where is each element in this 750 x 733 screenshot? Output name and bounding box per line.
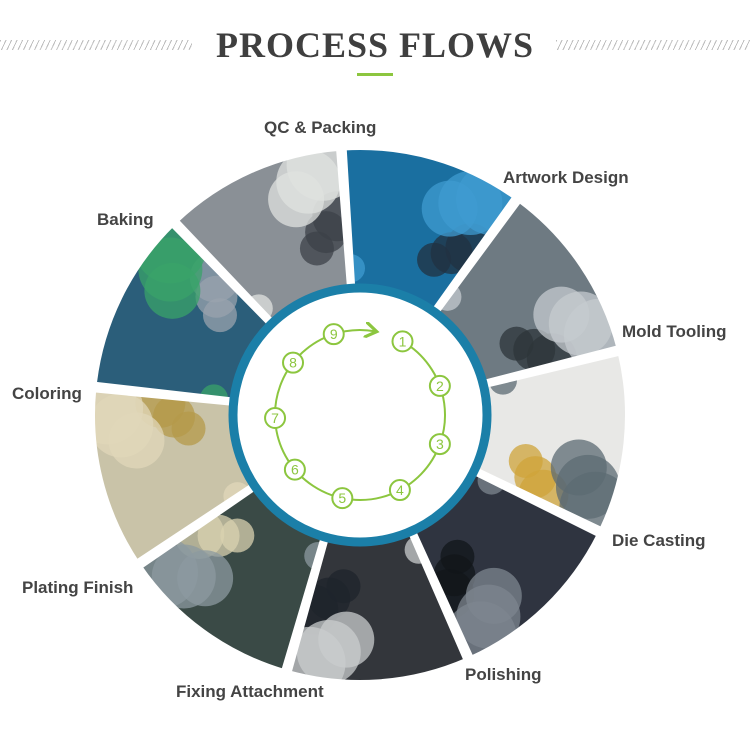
step-number-circle bbox=[388, 479, 411, 502]
step-label: Plating Finish bbox=[22, 578, 134, 597]
step-number: 8 bbox=[289, 355, 297, 371]
step-label: QC & Packing bbox=[264, 118, 377, 137]
step-number-circle bbox=[283, 458, 306, 481]
step-number-circle bbox=[391, 330, 414, 353]
title-hatch-right bbox=[556, 40, 750, 50]
page-title: PROCESS FLOWS bbox=[215, 25, 535, 65]
step-label: Baking bbox=[97, 210, 154, 229]
step-number-circle bbox=[428, 374, 451, 397]
step-label: Artwork Design bbox=[503, 168, 629, 187]
step-label: Fixing Attachment bbox=[176, 682, 324, 701]
step-number-circle bbox=[282, 351, 305, 374]
step-label: Mold Tooling bbox=[622, 322, 727, 341]
step-number-circle bbox=[264, 406, 287, 429]
cycle-diagram: 1 2 3 4 5 6 7 8 9 bbox=[264, 323, 451, 510]
step-number: 4 bbox=[396, 482, 404, 498]
title-hatch-left bbox=[0, 40, 192, 50]
step-number: 3 bbox=[436, 436, 444, 452]
step-number: 2 bbox=[436, 378, 444, 394]
step-label: Die Casting bbox=[612, 531, 706, 550]
step-label: Coloring bbox=[12, 384, 82, 403]
step-number: 7 bbox=[271, 410, 279, 426]
step-number-circle bbox=[322, 323, 345, 346]
step-number: 6 bbox=[291, 462, 299, 478]
title-underline bbox=[357, 73, 393, 76]
step-number-circle bbox=[331, 487, 354, 510]
step-number-circle bbox=[428, 433, 451, 456]
step-number: 5 bbox=[338, 490, 346, 506]
step-number: 1 bbox=[399, 333, 407, 349]
step-label: Polishing bbox=[465, 665, 542, 684]
step-number: 9 bbox=[330, 326, 338, 342]
